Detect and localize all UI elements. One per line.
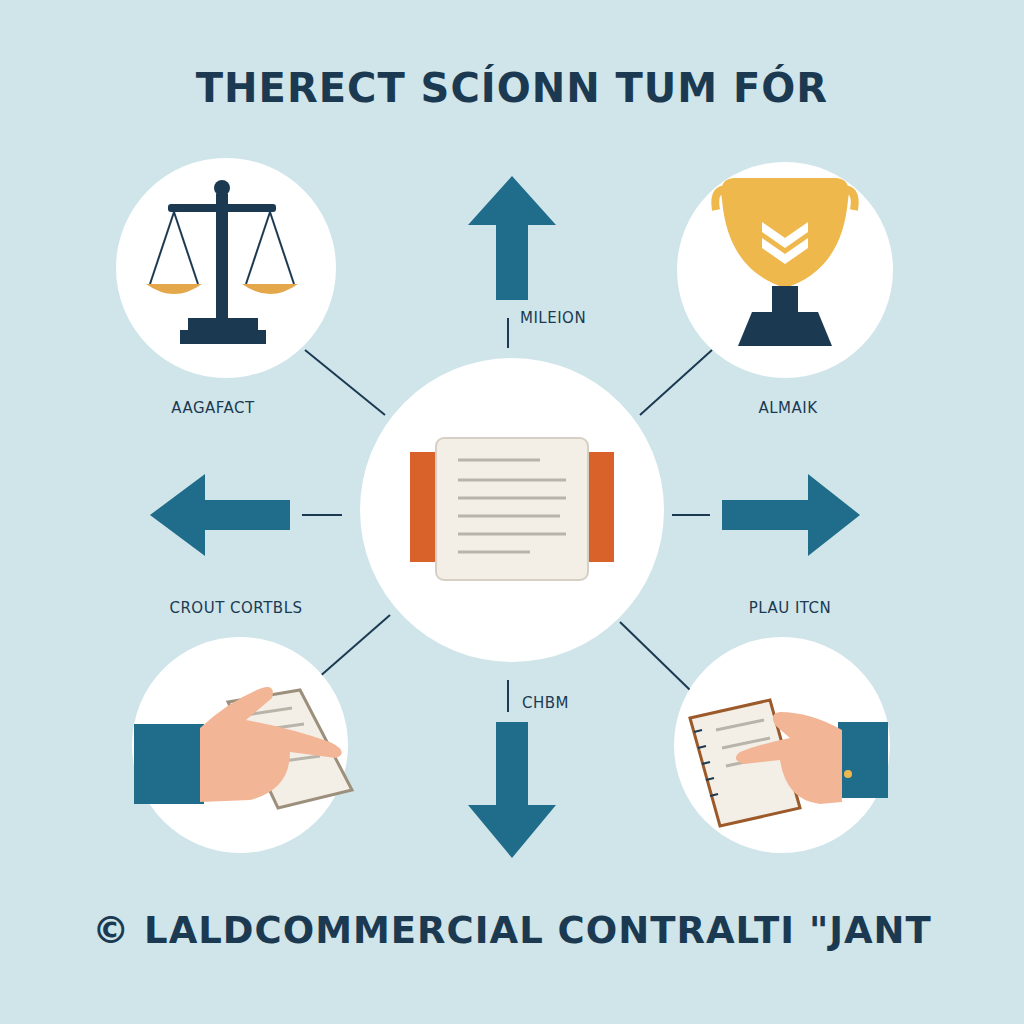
arrow-label: PLAU ITCN: [749, 599, 832, 617]
hand-paper-icon: [134, 687, 352, 808]
arrow-label: AAGAFACT: [171, 399, 254, 417]
scales-icon: [146, 180, 298, 344]
trophy-icon: [715, 178, 854, 346]
arrow-label: CHBM: [522, 694, 569, 712]
arrow-label: MILEION: [520, 309, 586, 327]
hand-notebook-icon: [690, 700, 888, 826]
leader-lines: [302, 318, 712, 712]
arrow-label: ALMAIK: [758, 399, 817, 417]
diagram-caption: © LALDCOMMERCIAL CONTRALTI "JANT: [92, 909, 932, 952]
diagram-title: THERECT SCÍONN TUM FÓR: [196, 65, 828, 111]
document-icon: [410, 438, 614, 580]
icon-circles: [116, 158, 893, 853]
arrow-label: CROUT CORTBLS: [169, 599, 302, 617]
